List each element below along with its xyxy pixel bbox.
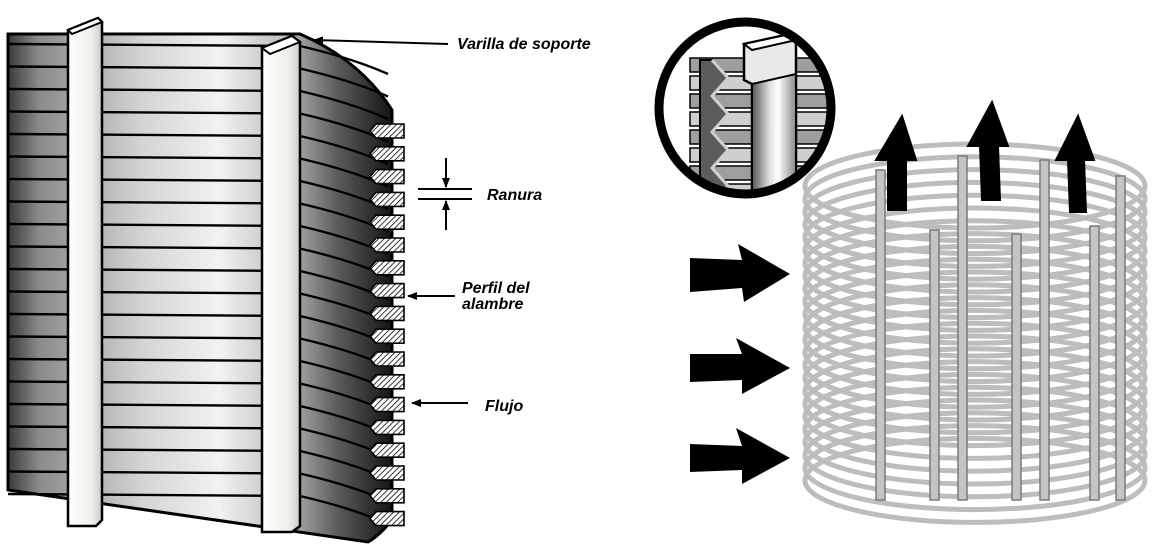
wire-ring [802, 359, 1148, 449]
wire-ring [802, 167, 1148, 257]
wire-ring [802, 295, 1148, 385]
detail-magnifier [654, 17, 836, 199]
support-rod [929, 229, 940, 501]
wire-ring [802, 192, 1148, 282]
flow-label: Flujo [485, 398, 523, 415]
wire-ring [802, 410, 1148, 500]
wire-ring [802, 307, 1148, 397]
wire-band-edge [7, 87, 389, 121]
wire-ring [802, 231, 1148, 321]
wire-band-edge [7, 42, 389, 76]
wire-ring [802, 205, 1148, 295]
wire-ring [802, 371, 1148, 461]
wire-profile-section [368, 260, 405, 276]
wire-ring [802, 179, 1148, 269]
wire-profile-section [368, 191, 405, 208]
support-rod [66, 16, 104, 528]
upward-flow-arrow [1054, 113, 1096, 213]
cylindrical-screen [802, 99, 1148, 525]
wire-band-edge [7, 65, 389, 98]
wire-ring [802, 282, 1148, 372]
wire-ring [802, 243, 1148, 333]
wire-ring [802, 154, 1148, 244]
support-rod [1089, 225, 1100, 501]
wire-profile-section [368, 419, 405, 436]
support-rod [875, 169, 886, 501]
wire-ring [802, 346, 1148, 436]
inward-flow-arrow [690, 428, 790, 484]
support-rod [1039, 159, 1050, 501]
wire-profile-section [368, 328, 405, 344]
inward-flow-arrow [690, 244, 790, 302]
wire-profile-section [368, 465, 405, 481]
wire-profile-section [368, 374, 405, 390]
wire-profile-section [368, 146, 405, 162]
slot-label: Ranura [487, 187, 542, 204]
wire-profile-section [368, 396, 405, 413]
wire-profile-section [368, 351, 405, 367]
support-rod [259, 34, 303, 534]
wire-ring [802, 435, 1148, 525]
wire-ring [802, 218, 1148, 308]
wire-profile-label: Perfil del alambre [462, 280, 530, 313]
wire-ring [802, 384, 1148, 474]
wire-profile-section [368, 442, 405, 458]
wire-profile-section [368, 305, 405, 322]
support-rod [1011, 233, 1022, 501]
wire-ring [802, 333, 1148, 423]
wire-ring [802, 397, 1148, 487]
inward-flow-arrow [690, 338, 790, 394]
wire-ring [802, 423, 1148, 513]
wire-profile-section [368, 123, 405, 139]
upward-flow-arrow [874, 113, 918, 211]
wire-ring [802, 269, 1148, 359]
slot-dimension [418, 158, 472, 230]
wire-profile-section [368, 488, 405, 504]
wire-wrap-body [6, 32, 394, 544]
wire-ring [802, 320, 1148, 410]
wire-profile-section [368, 168, 405, 185]
upward-flow-arrow [966, 99, 1010, 201]
wire-profile-section [368, 510, 405, 527]
wire-profile-section [368, 214, 405, 230]
wire-wrap-screen [6, 16, 405, 544]
wire-ring [802, 256, 1148, 346]
support-rod-arrow [313, 36, 449, 45]
support-rod [1115, 175, 1126, 501]
support-rod [957, 155, 968, 501]
wire-profile-section [368, 237, 405, 253]
wire-profile-section [368, 282, 405, 299]
support-rod-label: Varilla de soporte [457, 36, 591, 53]
